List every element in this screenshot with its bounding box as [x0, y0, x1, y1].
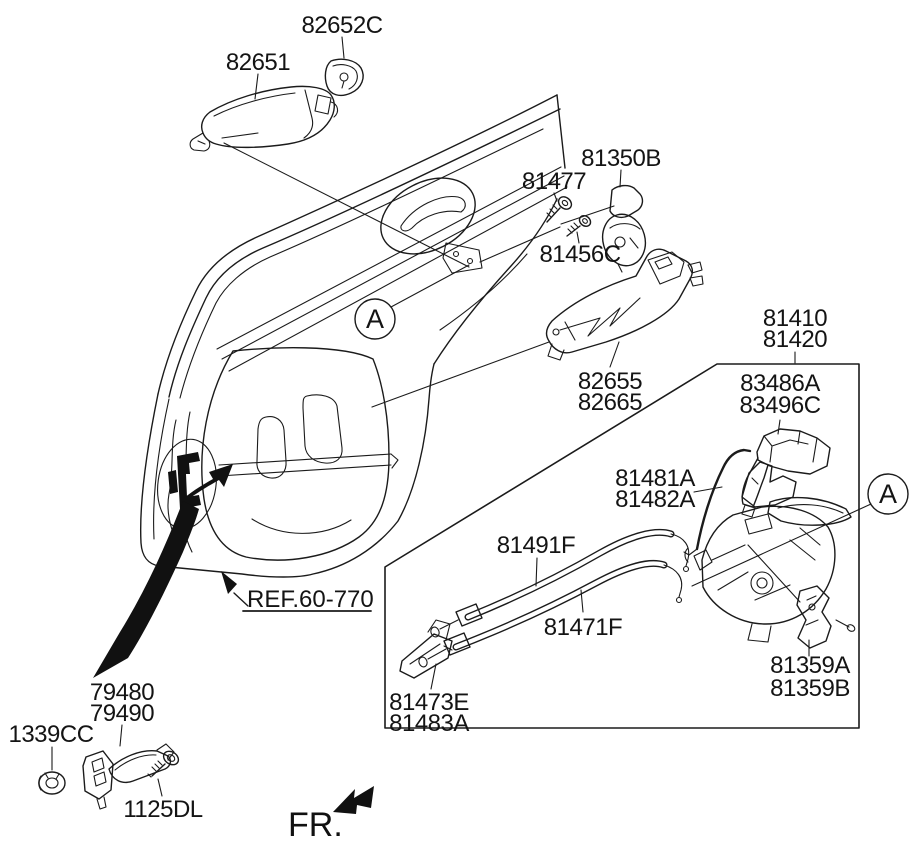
grommet-1339CC: [38, 771, 66, 795]
part-label-81359B: 81359B: [770, 675, 850, 702]
screw-81456C: [566, 214, 592, 237]
part-label-81477: 81477: [522, 168, 586, 195]
part-label-1125DL: 1125DL: [123, 796, 202, 823]
part-label-82652C: 82652C: [301, 12, 382, 39]
detail-marker-a-box: A: [867, 473, 909, 515]
door-panel-artwork: [140, 94, 568, 578]
part-label-1339CC: 1339CC: [8, 721, 93, 748]
part-label-81456C: 81456C: [539, 241, 620, 268]
handle-cover-82652C: [324, 58, 364, 97]
outside-handle-82651: [189, 85, 339, 152]
part-label-81483A: 81483A: [389, 710, 469, 737]
part-label-81482A: 81482A: [615, 486, 695, 513]
detail-marker-a-door: A: [354, 298, 396, 340]
part-label-81491F: 81491F: [497, 532, 575, 559]
part-label-82655: 82655: [578, 368, 642, 395]
door-latch-assembly: [684, 461, 852, 643]
handle-base-82655: [545, 248, 704, 361]
detail-marker-letter: A: [366, 304, 384, 334]
part-label-79480: 79480: [90, 679, 154, 706]
fr-direction-arrow: [333, 786, 374, 814]
part-labels: 82652C 82651 81350B 81477 81456C 82655 8…: [8, 12, 850, 823]
part-label-81350B: 81350B: [581, 145, 661, 172]
ref-arrowhead: [221, 571, 237, 594]
leader-lines: [51, 36, 872, 797]
door-checker-79480: [82, 743, 175, 810]
checker-arm-arrow: [184, 464, 233, 498]
part-label-83486A: 83486A: [740, 370, 820, 397]
lock-cylinder-81350B: [479, 184, 647, 273]
part-label-81481A: 81481A: [615, 465, 695, 492]
child-lock-actuator-83486A: [741, 428, 831, 518]
fr-label: FR.: [288, 806, 343, 844]
part-label-82665: 82665: [578, 389, 642, 416]
part-label-81471F: 81471F: [544, 614, 622, 641]
lock-striker-81359A: [796, 585, 856, 649]
part-label-81420: 81420: [763, 326, 827, 353]
detail-marker-letter: A: [879, 479, 897, 509]
part-label-81410: 81410: [763, 305, 827, 332]
part-label-81359A: 81359A: [770, 652, 850, 679]
part-label-81473E: 81473E: [389, 689, 469, 716]
latch-cable-81471F: [418, 559, 683, 668]
detail-box-81410: [384, 363, 860, 729]
bolt-1125DL: [147, 750, 180, 778]
ref-callout: [221, 571, 372, 612]
ref-label: REF.60-770: [247, 586, 374, 613]
door-checker-installed: [93, 452, 233, 678]
part-label-82651: 82651: [226, 49, 290, 76]
leader-wedge: [93, 501, 199, 678]
cable-clip-81473E: [399, 619, 453, 679]
latch-cable-81491F: [430, 528, 690, 638]
part-label-83496C: 83496C: [739, 392, 820, 419]
screw-81477: [546, 196, 573, 223]
part-label-79490: 79490: [90, 700, 154, 727]
